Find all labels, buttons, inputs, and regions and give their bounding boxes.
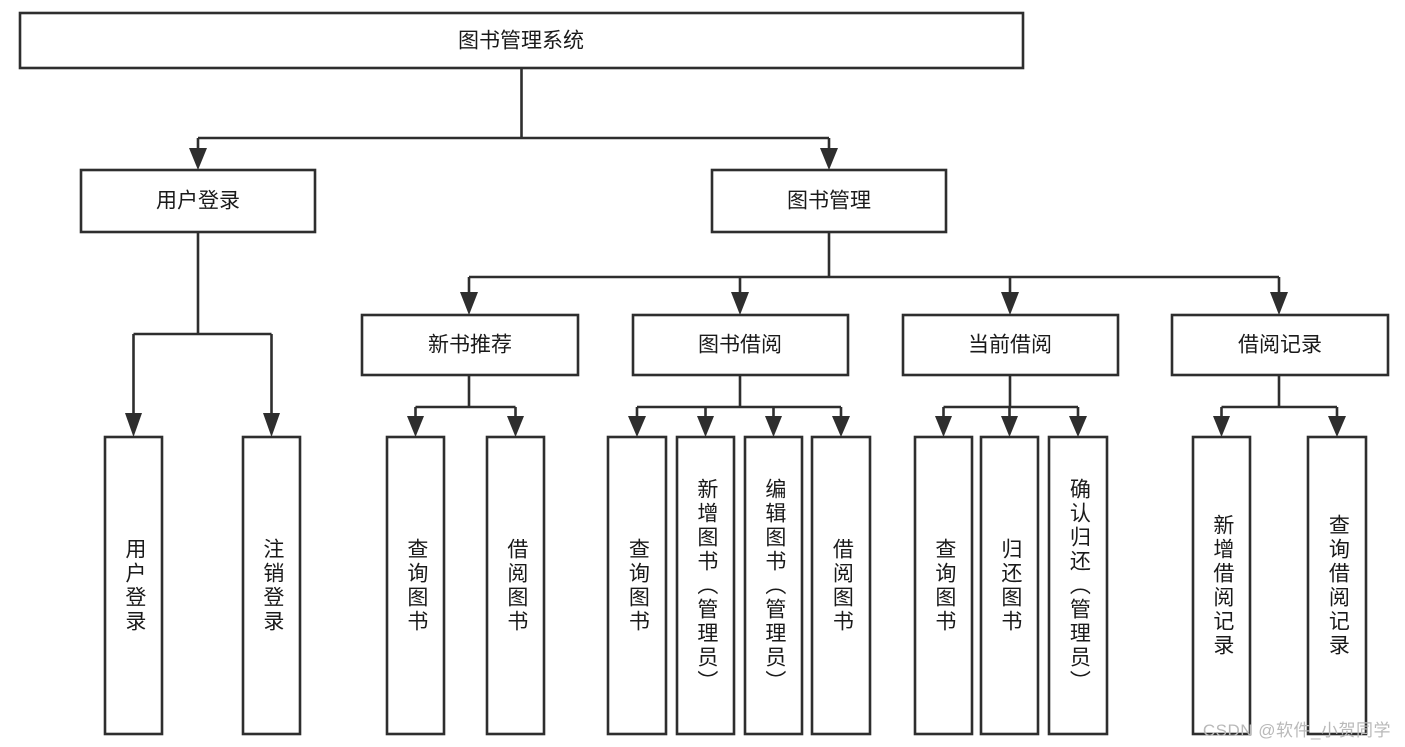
leaf-box-query-book-rec[interactable] xyxy=(385,435,446,736)
arrowhead-leaf-return-book xyxy=(1001,416,1018,437)
leaf-box-return-book[interactable] xyxy=(979,435,1040,736)
arrowhead-leaf-query-book-borrow xyxy=(628,416,646,437)
leaf-box-edit-book[interactable] xyxy=(743,435,804,736)
node-label-book-borrow: 图书借阅 xyxy=(698,334,782,357)
arrowhead-leaf-edit-book xyxy=(765,416,782,437)
arrowhead-book-management xyxy=(820,148,838,170)
node-label-book-management: 图书管理 xyxy=(787,190,871,213)
leaf-box-user-login[interactable] xyxy=(103,435,164,736)
arrowhead-leaf-borrow-book xyxy=(832,416,850,437)
leaf-box-confirm-return[interactable] xyxy=(1047,435,1109,736)
leaf-box-query-book-current[interactable] xyxy=(913,435,974,736)
node-label-root: 图书管理系统 xyxy=(458,30,584,53)
arrowhead-book-borrow xyxy=(731,292,749,315)
arrowhead-leaf-add-borrow-record xyxy=(1213,416,1230,437)
arrowhead-borrow-records xyxy=(1270,292,1288,315)
arrowhead-user-login xyxy=(189,148,207,170)
leaf-box-query-borrow-record[interactable] xyxy=(1306,435,1368,736)
node-box-new-book-recommend[interactable] xyxy=(360,313,580,377)
arrowhead-leaf-query-book-current xyxy=(935,416,952,437)
leaf-box-add-book[interactable] xyxy=(675,435,736,736)
arrowhead-leaf-confirm-return xyxy=(1069,416,1087,437)
arrowhead-leaf-query-borrow-record xyxy=(1328,416,1346,437)
node-box-root[interactable] xyxy=(18,11,1025,70)
arrowhead-leaf-add-book xyxy=(697,416,714,437)
arrowhead-leaf-logout xyxy=(263,413,280,437)
leaf-box-query-book-borrow[interactable] xyxy=(606,435,668,736)
leaf-box-borrow-book-rec[interactable] xyxy=(485,435,546,736)
node-box-user-login[interactable] xyxy=(79,168,317,234)
node-box-current-borrow[interactable] xyxy=(901,313,1120,377)
watermark-text: CSDN @软件_小贺同学 xyxy=(1202,721,1391,740)
node-label-user-login: 用户登录 xyxy=(156,190,240,213)
leaf-box-logout[interactable] xyxy=(241,435,302,736)
leaf-box-borrow-book[interactable] xyxy=(810,435,872,736)
arrowhead-new-book-recommend xyxy=(460,292,478,315)
arrowhead-leaf-query-book-rec xyxy=(407,416,424,437)
arrowhead-leaf-borrow-book-rec xyxy=(507,416,524,437)
node-label-new-book-recommend: 新书推荐 xyxy=(428,334,512,357)
arrowhead-leaf-user-login xyxy=(125,413,142,437)
leaf-box-add-borrow-record[interactable] xyxy=(1191,435,1252,736)
node-label-current-borrow: 当前借阅 xyxy=(968,334,1052,357)
node-label-borrow-records: 借阅记录 xyxy=(1238,334,1322,357)
arrowhead-current-borrow xyxy=(1001,292,1019,315)
